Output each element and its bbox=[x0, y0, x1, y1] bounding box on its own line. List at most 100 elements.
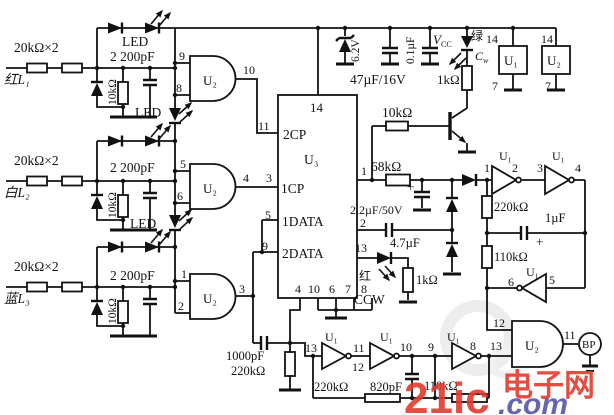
inv3-pin13: 13 bbox=[305, 341, 317, 355]
watermark-21ic: 21ic bbox=[404, 374, 490, 415]
ch2-series-resistor-1 bbox=[26, 175, 48, 187]
inv5-pin8: 8 bbox=[470, 339, 476, 353]
bp-buzzer bbox=[578, 332, 602, 356]
inv3-pin12: 12 bbox=[352, 360, 364, 374]
junction-dots bbox=[94, 25, 588, 401]
resistor-220k-feedback bbox=[364, 393, 401, 403]
cap-47uf-value: 47µF/16V bbox=[350, 72, 406, 87]
gate3-pin3: 3 bbox=[239, 282, 245, 296]
vcc-label: V bbox=[433, 32, 443, 47]
inv3-pin11: 11 bbox=[353, 341, 365, 355]
zener-value: 6.2V bbox=[350, 39, 362, 62]
ic-u3 bbox=[277, 94, 358, 299]
ch2-branch-led bbox=[145, 135, 159, 147]
resistor-1k-ccw bbox=[402, 267, 414, 293]
gate1-pin8: 8 bbox=[176, 81, 182, 95]
cap-22uf-plus: + bbox=[407, 179, 414, 194]
u3-name: U₃ bbox=[304, 152, 319, 167]
r-10k-base-value: 10kΩ bbox=[382, 105, 412, 120]
led2-label: LED bbox=[130, 216, 156, 231]
u2box-name: U₂ bbox=[547, 53, 561, 68]
gate1-pin10: 10 bbox=[243, 63, 255, 77]
u3-pin3: 3 bbox=[266, 171, 272, 185]
led-arrows bbox=[150, 9, 467, 282]
inverter-13-12 bbox=[321, 341, 348, 371]
green-power-led bbox=[461, 36, 473, 48]
ch3-branch-led bbox=[145, 241, 159, 253]
ch3-series-value: 20kΩ×2 bbox=[14, 259, 59, 274]
ch3-input-name: 蓝L₃ bbox=[4, 291, 30, 306]
ccw-red-led bbox=[377, 252, 391, 264]
interstage-led-2 bbox=[169, 215, 181, 228]
column-diode-1 bbox=[446, 199, 458, 212]
diodes-leds bbox=[91, 22, 478, 315]
u3-pin14: 14 bbox=[310, 100, 324, 115]
resistors-and-boxes bbox=[26, 45, 571, 403]
series-diode bbox=[462, 174, 476, 186]
ch1-pulldown-value: 10kΩ bbox=[107, 79, 119, 105]
resistor-1k-green bbox=[461, 65, 473, 91]
ch2-series-resistor-2 bbox=[61, 175, 83, 187]
u3-pin4: 4 bbox=[295, 282, 301, 296]
cw-label: C bbox=[475, 49, 484, 63]
logic-gates bbox=[189, 55, 564, 368]
r-220k-fb-value: 220kΩ bbox=[314, 380, 348, 394]
u3-2data: 2DATA bbox=[282, 246, 324, 261]
ch1-series-value: 20kΩ×2 bbox=[14, 40, 59, 55]
ch2-input-name: 白L₂ bbox=[4, 185, 30, 200]
cap-47u-value: 4.7µF bbox=[390, 236, 420, 250]
ch3-series-resistor-2 bbox=[61, 281, 83, 293]
inv1-pin2: 2 bbox=[512, 161, 518, 175]
inv6-pin6: 6 bbox=[508, 275, 514, 289]
cap-1uf-plus: + bbox=[536, 234, 543, 249]
inv1-name: U₁ bbox=[499, 149, 512, 163]
cw-sub: w bbox=[483, 56, 489, 65]
u3-pin1: 1 bbox=[361, 164, 367, 178]
resistor-110k-feedback bbox=[451, 393, 488, 403]
gate4-pin12: 12 bbox=[493, 316, 505, 330]
npn-transistor bbox=[448, 112, 467, 143]
ch2-pulldown-value: 10kΩ bbox=[107, 192, 119, 218]
r-68k-value: 68kΩ bbox=[371, 159, 401, 174]
cap-1000pf-value: 1000pF bbox=[226, 349, 264, 363]
u2box-pin14: 14 bbox=[541, 32, 553, 46]
inv5-name: U₁ bbox=[447, 330, 460, 344]
wiring bbox=[6, 27, 591, 399]
inverter-11-10 bbox=[369, 341, 396, 371]
inv4-name: U₁ bbox=[380, 330, 393, 344]
ch3-branch-diode bbox=[108, 241, 122, 253]
r-220k-bot-value: 220kΩ bbox=[231, 364, 265, 378]
u3-pin7: 7 bbox=[345, 282, 351, 296]
u2box-pin7: 7 bbox=[545, 79, 551, 93]
ch1-cap-value: 2 200pF bbox=[110, 49, 155, 64]
green-led-label: 绿 bbox=[471, 28, 483, 43]
ch1-branch-led bbox=[145, 22, 159, 34]
watermark-com: .com bbox=[498, 388, 568, 415]
ch1-branch-diode bbox=[108, 22, 122, 34]
gate1-pin9: 9 bbox=[179, 49, 185, 63]
ch3-cap-value: 2 200pF bbox=[110, 268, 155, 283]
u1box-name: U₁ bbox=[504, 53, 518, 68]
ch3-pulldown-value: 10kΩ bbox=[107, 298, 119, 324]
inv2-pin3: 3 bbox=[537, 161, 543, 175]
ch1-series-resistor-1 bbox=[26, 62, 48, 74]
ch2-clamp-diode bbox=[91, 196, 103, 209]
ground-symbols bbox=[110, 62, 598, 392]
gate2-pin5: 5 bbox=[180, 157, 186, 171]
ch2-series-value: 20kΩ×2 bbox=[14, 153, 59, 168]
u3-pin9: 9 bbox=[262, 239, 268, 253]
ch2-branch-diode bbox=[108, 135, 122, 147]
r-1k-green-value: 1kΩ bbox=[437, 72, 460, 87]
inv1-pin1: 1 bbox=[484, 161, 490, 175]
gate3-u2 bbox=[189, 273, 237, 320]
u3-pin11: 11 bbox=[258, 119, 270, 133]
r-220k-right-value: 220kΩ bbox=[494, 200, 528, 214]
ch3-pulldown-resistor bbox=[117, 300, 129, 324]
gate4-u2 bbox=[511, 320, 564, 368]
gate2-name: U₂ bbox=[203, 181, 217, 196]
inv4-pin10: 10 bbox=[400, 340, 412, 354]
inverters bbox=[321, 164, 575, 371]
